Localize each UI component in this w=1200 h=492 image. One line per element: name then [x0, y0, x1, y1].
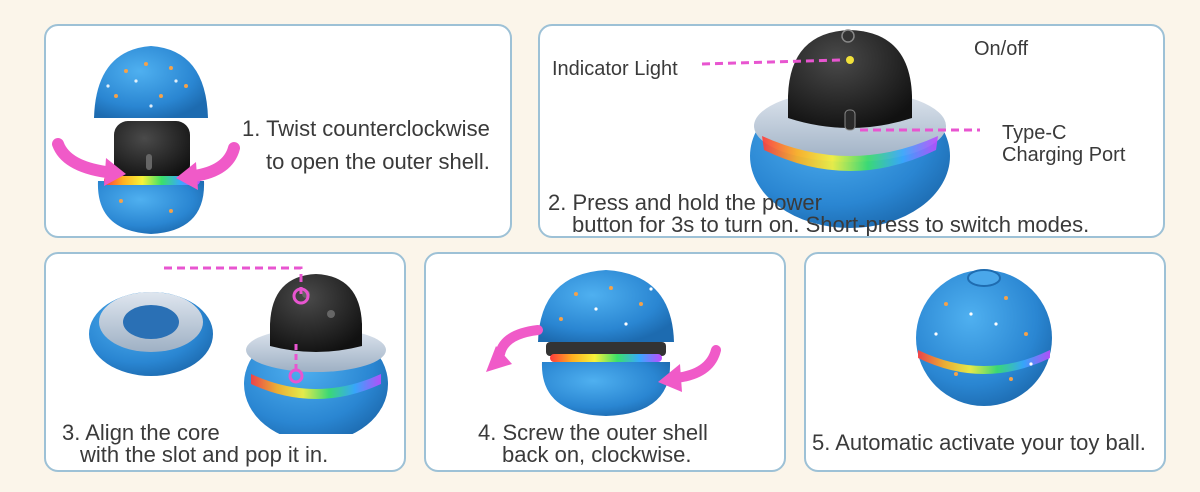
step5-card: 5. Automatic activate your toy ball.	[804, 252, 1166, 472]
step2-instruction-line2: button for 3s to turn on. Short-press to…	[572, 212, 1090, 237]
ball-core-controls-illustration	[701, 29, 980, 228]
step3-instruction-line1: 3. Align the core	[62, 420, 220, 445]
ball-twist-open-illustration	[52, 46, 240, 234]
align-core-illustration	[89, 266, 388, 434]
typec-label-line1: Type-C	[1002, 122, 1067, 144]
step4-instruction-line1: 4. Screw the outer shell	[478, 420, 708, 445]
onoff-label: On/off	[974, 38, 1029, 60]
step5-instruction-line1: 5. Automatic activate your toy ball.	[812, 430, 1146, 455]
step2-instruction-line1: 2. Press and hold the power	[548, 190, 822, 215]
step3-card: 3. Align the core with the slot and pop …	[44, 252, 406, 472]
step3-instruction-line2: with the slot and pop it in.	[80, 442, 329, 467]
step1-instruction-line1: 1. Twist counterclockwise	[242, 116, 490, 141]
typec-label-line2: Charging Port	[1002, 144, 1126, 166]
step2-card: Indicator Light On/off Type-C Charging P…	[538, 24, 1165, 238]
indicator-light-label: Indicator Light	[552, 58, 678, 80]
activated-ball-illustration	[916, 269, 1052, 406]
step1-card: 1. Twist counterclockwise to open the ou…	[44, 24, 512, 238]
screw-shell-illustration	[486, 270, 721, 416]
step4-instruction-line2: back on, clockwise.	[502, 442, 692, 467]
step1-instruction-line2: to open the outer shell.	[266, 149, 490, 174]
step4-card: 4. Screw the outer shell back on, clockw…	[424, 252, 786, 472]
